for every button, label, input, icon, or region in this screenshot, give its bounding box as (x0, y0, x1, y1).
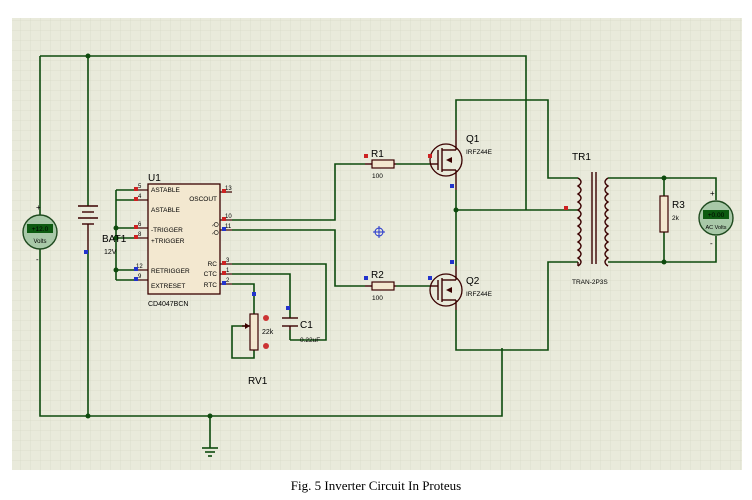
ic-pin-2-name: RTC (204, 282, 218, 289)
r3-ref: R3 (672, 200, 685, 211)
ic-pin-6-num: 6 (138, 222, 142, 228)
voltmeter-left-unit: Volts (33, 239, 46, 245)
ic-pin-9-name: EXTRESET (151, 283, 185, 290)
battery-ref: BAT1 (102, 234, 127, 245)
r3-value: 2k (672, 215, 680, 222)
ic-pin-6-name: -TRIGGER (151, 227, 183, 234)
tr1-ref: TR1 (572, 152, 591, 163)
voltmeter-left-reading: +12.0 (32, 226, 49, 233)
ic-pin-10-num: 10 (225, 214, 232, 220)
voltmeter-right-unit: AC Volts (705, 225, 726, 231)
ic-pin-9-num: 9 (138, 274, 142, 280)
ic-ref: U1 (148, 173, 161, 184)
wires (39, 55, 717, 448)
ic-pin-8-num: 8 (138, 232, 142, 238)
ic-pin-6[interactable]: 6 -TRIGGER (138, 222, 183, 234)
resistor-r3[interactable]: R3 2k (659, 195, 685, 233)
r1-ref: R1 (371, 149, 384, 160)
ic-pin-5[interactable]: 5 ASTABLE (138, 184, 180, 194)
ic-pin-10-name: Q (212, 222, 219, 227)
junctions (85, 53, 667, 419)
mosfet-q1[interactable]: Q1 IRFZ44E (429, 130, 493, 190)
ic-pin-4-num: 4 (138, 194, 142, 200)
crosshair-icon (373, 226, 385, 238)
figure-caption: Fig. 5 Inverter Circuit In Proteus (290, 478, 462, 493)
rv1-value: 22k (262, 329, 274, 336)
ic-pin-11-num: 11 (225, 224, 232, 230)
ic-pin-1-name: CTC (204, 271, 218, 278)
resistor-r2[interactable]: R2 100 (365, 270, 396, 302)
transformer-tr1[interactable]: TR1 TRAN-2P3S (572, 152, 610, 286)
ic-pin-12-num: 12 (136, 264, 143, 270)
voltmeter-right[interactable]: +0.00 AC Volts + - (698, 189, 734, 248)
c1-value: 0.22uF (300, 337, 320, 344)
voltmeter-left[interactable]: +12.0 Volts + - (22, 203, 58, 264)
ic-pin-5-num: 5 (138, 184, 142, 190)
rv1-ref: RV1 (248, 376, 268, 387)
ic-pin-11-name: Q (212, 230, 219, 235)
ic-part: CD4047BCN (148, 301, 188, 308)
ic-pin-12-name: RETRIGGER (151, 268, 190, 275)
ic-pin-8-name: +TRIGGER (151, 238, 185, 245)
capacitor-c1[interactable]: C1 0.22uF (282, 317, 320, 344)
schematic-grid (12, 18, 742, 470)
voltmeter-left-minus: - (36, 255, 39, 264)
q1-part: IRFZ44E (466, 149, 493, 156)
r2-ref: R2 (371, 270, 384, 281)
voltmeter-right-plus: + (710, 189, 715, 198)
ic-pin-3-num: 3 (226, 258, 230, 264)
potentiometer-rv1[interactable]: 22k RV1 (242, 313, 274, 387)
pin-state-markers (134, 154, 568, 310)
ic-pin-9[interactable]: 9 EXTRESET (138, 274, 185, 290)
ic-pin-3-name: RC (208, 261, 218, 268)
q1-ref: Q1 (466, 134, 480, 145)
r1-value: 100 (372, 173, 383, 180)
ic-pin-4-name: ASTABLE (151, 207, 180, 214)
ic-pin-2-num: 2 (226, 278, 230, 284)
voltmeter-right-minus: - (710, 239, 713, 248)
ground-symbol[interactable] (202, 447, 218, 457)
q2-part: IRFZ44E (466, 291, 493, 298)
ic-pin-8[interactable]: 8 +TRIGGER (138, 232, 185, 245)
ic-pin-12[interactable]: 12 RETRIGGER (136, 264, 190, 275)
c1-ref: C1 (300, 320, 313, 331)
voltmeter-right-reading: +0.00 (708, 212, 725, 219)
ic-pin-13-num: 13 (225, 186, 232, 192)
battery-value: 12V (104, 249, 117, 256)
ic-pin-4[interactable]: 4 ASTABLE (138, 194, 180, 214)
resistor-r1[interactable]: R1 100 (365, 149, 396, 180)
ic-pin-5-name: ASTABLE (151, 187, 180, 194)
battery-bat1[interactable]: BAT1 12V (78, 205, 127, 256)
tr1-part: TRAN-2P3S (572, 279, 608, 286)
q2-ref: Q2 (466, 276, 480, 287)
ic-pin-13-name: OSCOUT (189, 196, 217, 203)
r2-value: 100 (372, 295, 383, 302)
mosfet-q2[interactable]: Q2 IRFZ44E (429, 266, 493, 310)
voltmeter-left-plus: + (36, 203, 41, 212)
ic-u1[interactable]: U1 CD4047BCN 5 ASTABLE 4 ASTABLE 6 -TRIG… (136, 173, 232, 308)
ic-pin-1-num: 1 (226, 268, 230, 274)
